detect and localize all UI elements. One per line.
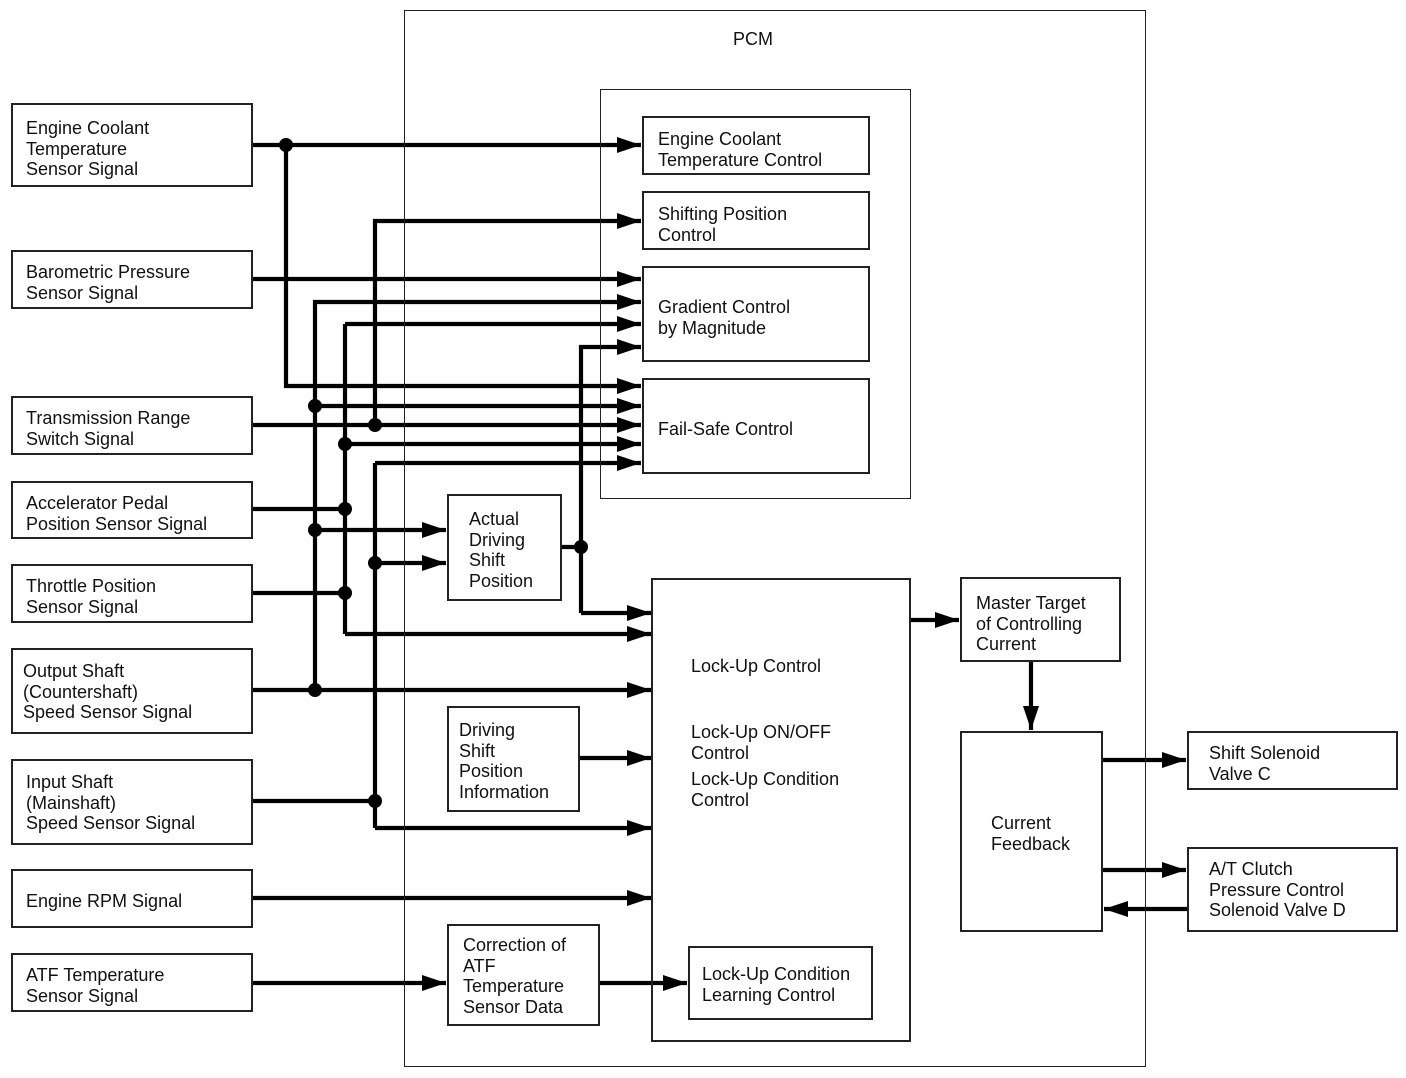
junction-dot <box>308 683 322 697</box>
input-label: Input Shaft (Mainshaft) Speed Sensor Sig… <box>26 772 196 833</box>
input-label: Transmission Range Switch Signal <box>26 408 191 449</box>
fail-safe-control: Fail-Safe Control <box>642 378 870 474</box>
wire-feedback-to-atc-d-arrowhead <box>1162 862 1186 878</box>
lock-up-condition-control: Lock-Up Condition Control <box>691 769 840 810</box>
pcm-frame <box>404 10 1146 1067</box>
input-barometric-pressure-sensor: Barometric Pressure Sensor Signal <box>11 250 253 309</box>
input-label: Output Shaft (Countershaft) Speed Sensor… <box>23 661 193 722</box>
wire-bus-345-to-fail-safe-arrowhead <box>617 436 641 452</box>
input-atf-temperature-sensor: ATF Temperature Sensor Signal <box>11 953 253 1012</box>
wire-trs-to-fail-safe-arrowhead <box>617 417 641 433</box>
junction-dot <box>368 556 382 570</box>
input-label: ATF Temperature Sensor Signal <box>26 965 165 1006</box>
wire-ect-to-fail-safe-arrowhead <box>617 378 641 394</box>
input-label: Barometric Pressure Sensor Signal <box>26 262 191 303</box>
wire-rpm-to-lockup-arrowhead <box>627 890 651 906</box>
output-label: A/T Clutch Pressure Control Solenoid Val… <box>1209 859 1346 920</box>
pcm-title: PCM <box>733 29 773 49</box>
block-label: Master Target of Controlling Current <box>976 593 1086 654</box>
wire-ect-to-ect-control-arrowhead <box>617 137 641 153</box>
lock-up-condition-learning-control: Lock-Up Condition Learning Control <box>688 946 873 1020</box>
actual-driving-shift-position: Actual Driving Shift Position <box>447 494 562 601</box>
input-engine-coolant-temperature-sensor: Engine Coolant Temperature Sensor Signal <box>11 103 253 187</box>
wire-atf-to-correction-arrowhead <box>422 975 446 991</box>
input-accelerator-pedal-position-sensor: Accelerator Pedal Position Sensor Signal <box>11 481 253 539</box>
input-label: Throttle Position Sensor Signal <box>26 576 157 617</box>
wire-master-to-feedback-arrowhead <box>1023 706 1039 730</box>
junction-dot <box>308 399 322 413</box>
lock-up-control: Lock-Up Control Lock-Up ON/OFF Control L… <box>651 578 911 1042</box>
block-label: Correction of ATF Temperature Sensor Dat… <box>463 935 567 1017</box>
current-feedback: Current Feedback <box>960 731 1103 932</box>
wire-actual-driving-to-gradient-arrowhead <box>617 339 641 355</box>
master-target-of-controlling-current: Master Target of Controlling Current <box>960 577 1121 662</box>
control-group-frame <box>600 89 911 499</box>
correction-of-atf-temperature-sensor-data: Correction of ATF Temperature Sensor Dat… <box>447 924 600 1026</box>
block-label: Driving Shift Position Information <box>459 720 550 802</box>
control-label: Engine Coolant Temperature Control <box>658 129 823 170</box>
control-label: Shifting Position Control <box>658 204 788 245</box>
input-throttle-position-sensor: Throttle Position Sensor Signal <box>11 564 253 623</box>
engine-coolant-temperature-control: Engine Coolant Temperature Control <box>642 116 870 175</box>
input-transmission-range-switch: Transmission Range Switch Signal <box>11 396 253 455</box>
junction-dot <box>279 138 293 152</box>
lock-up-onoff-control: Lock-Up ON/OFF Control <box>691 722 832 763</box>
wire-oss-to-gradient <box>312 299 641 690</box>
wire-bus-345-to-lockup-arrowhead <box>627 626 651 642</box>
input-output-shaft-speed-sensor: Output Shaft (Countershaft) Speed Sensor… <box>11 648 253 734</box>
control-label: Gradient Control by Magnitude <box>658 297 791 338</box>
wire-bus-375-to-lockup-arrowhead <box>627 820 651 836</box>
wire-correction-to-learning-arrowhead <box>663 975 687 991</box>
wire-trs-to-shifting-position-arrowhead <box>617 213 641 229</box>
junction-dot <box>368 794 382 808</box>
wire-bus-345-to-gradient-arrowhead <box>617 316 641 332</box>
input-engine-rpm: Engine RPM Signal <box>11 869 253 928</box>
wire-oss-to-gradient-arrowhead <box>617 294 641 310</box>
output-label: Shift Solenoid Valve C <box>1209 743 1321 784</box>
input-input-shaft-speed-sensor: Input Shaft (Mainshaft) Speed Sensor Sig… <box>11 759 253 845</box>
junction-dot <box>338 502 352 516</box>
input-label: Accelerator Pedal Position Sensor Signal <box>26 493 208 534</box>
shifting-position-control: Shifting Position Control <box>642 191 870 250</box>
gradient-control-by-magnitude: Gradient Control by Magnitude <box>642 266 870 362</box>
junction-dot <box>338 586 352 600</box>
junction-dot <box>368 418 382 432</box>
input-label: Engine RPM Signal <box>26 891 183 911</box>
wire-bus-315-to-actual-driving-arrowhead <box>422 522 446 538</box>
wire-bus-375-to-actual-driving-arrowhead <box>422 555 446 571</box>
wire-actual-driving-to-lockup-arrowhead <box>627 605 651 621</box>
input-label: Engine Coolant Temperature Sensor Signal <box>26 118 150 179</box>
output-shift-solenoid-valve-c: Shift Solenoid Valve C <box>1187 731 1398 790</box>
wire-oss-to-lockup-arrowhead <box>627 682 651 698</box>
wire-feedback-to-ssv-c-arrowhead <box>1162 752 1186 768</box>
output-at-clutch-pressure-control-solenoid-valve-d: A/T Clutch Pressure Control Solenoid Val… <box>1187 847 1398 932</box>
wire-bus-375-to-fail-safe-arrowhead <box>617 455 641 471</box>
block-label: Lock-Up Condition Learning Control <box>702 964 851 1005</box>
wire-bus-315-to-fail-safe-arrowhead <box>617 398 641 414</box>
wire-ect-to-fail-safe <box>283 145 641 389</box>
wire-driving-info-to-lockup-arrowhead <box>627 750 651 766</box>
wire-trs-to-shifting-position <box>372 218 641 425</box>
lock-up-control-title: Lock-Up Control <box>691 656 822 676</box>
block-label: Current Feedback <box>991 813 1071 854</box>
control-label: Fail-Safe Control <box>658 419 794 439</box>
wire-baro-to-gradient-arrowhead <box>617 271 641 287</box>
block-label: Actual Driving Shift Position <box>469 509 534 591</box>
junction-dot <box>338 437 352 451</box>
junction-dot <box>308 523 322 537</box>
junction-dot <box>574 540 588 554</box>
wire-lockup-to-master-target-arrowhead <box>935 612 959 628</box>
wire-atc-d-to-feedback-arrowhead <box>1104 901 1128 917</box>
driving-shift-position-information: Driving Shift Position Information <box>447 706 580 812</box>
